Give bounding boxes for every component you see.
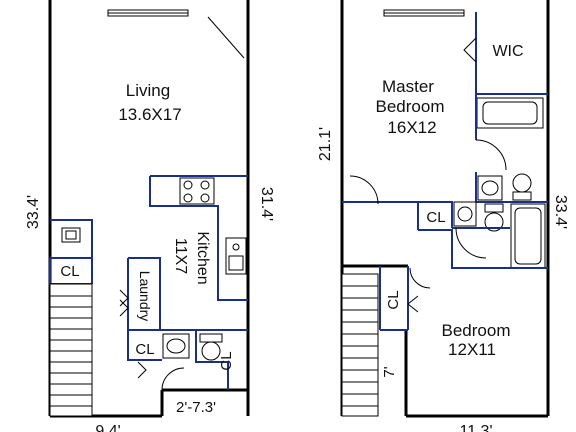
closet-label: CL (385, 290, 402, 309)
dimension-bottom-width: 11.3' (459, 423, 492, 432)
closet-label: CL (218, 351, 235, 370)
dimension-step-width: 2'-7.3' (176, 399, 216, 416)
bedroom-name: Bedroom (442, 321, 511, 340)
bathtub-icon (476, 97, 544, 129)
toilet-icon (199, 333, 223, 343)
toilet-icon (512, 173, 532, 193)
kitchen-size: 11X7 (172, 238, 189, 274)
right-floor-plan: WIC Master Bedroom 16X12 CL CL Bedroom 1… (317, 0, 569, 432)
utility-box (50, 219, 93, 259)
master-size: 16X12 (387, 118, 436, 137)
laundry-label: Laundry (137, 271, 153, 322)
door-swing (207, 16, 245, 59)
dimension-right-height: 33.4' (552, 195, 569, 229)
stairs (49, 283, 93, 417)
dimension-stair-height: 7' (381, 366, 398, 377)
dimension-left-height: 21.1' (317, 127, 334, 161)
dimension-left-height: 33.4' (25, 195, 42, 229)
living-name: Living (126, 81, 170, 100)
closet-label: CL (135, 341, 154, 358)
kitchen-counter (149, 176, 248, 301)
dimension-bottom-width: 9.4' (95, 423, 120, 432)
dimension-right-height: 31.4' (258, 187, 275, 221)
living-size: 13.6X17 (118, 105, 181, 124)
closet-label: CL (60, 263, 79, 280)
tub-icon (510, 203, 546, 269)
left-floor-plan: Living 13.6X17 Kitchen 11X7 Laundry CL C… (25, 0, 275, 432)
hall-sink-icon (453, 201, 477, 227)
kitchen-name: Kitchen (194, 231, 211, 284)
closet-label: CL (426, 209, 445, 226)
bedroom-size: 12X11 (448, 340, 496, 359)
master-name: Master (382, 77, 434, 96)
stairs (341, 273, 379, 417)
wic-label: WIC (492, 43, 523, 60)
master-name-line2: Bedroom (376, 97, 445, 116)
water-heater-icon (61, 227, 81, 243)
